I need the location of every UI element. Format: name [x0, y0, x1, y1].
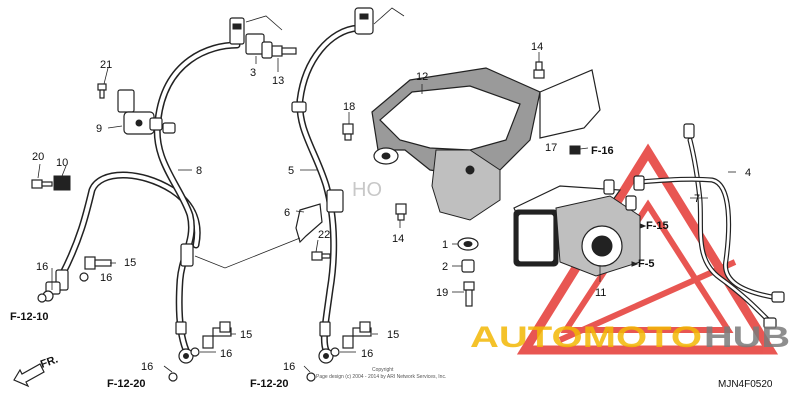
callout-19: 19 — [436, 287, 448, 299]
ref-f-15-arrow — [639, 223, 647, 229]
callout-16e: 16 — [361, 348, 373, 360]
callout-9: 9 — [96, 123, 102, 135]
left-hose-group — [31, 17, 245, 382]
washer-16-left — [79, 272, 89, 282]
bolt-14-lower — [395, 203, 407, 221]
bracket-6 — [295, 203, 323, 244]
leader-lines — [37, 7, 736, 373]
ref-f-5: F-5 — [638, 258, 655, 270]
right-hose-group — [245, 7, 374, 382]
ref-f-15: F-15 — [646, 220, 669, 232]
bolt-18 — [342, 123, 354, 141]
front-direction-arrow: FR. — [13, 353, 60, 388]
watermark-text-automoto: AUTOMOTO — [470, 321, 702, 354]
bolt-15-left — [84, 256, 112, 270]
bracket-3 — [245, 33, 273, 59]
collar-2 — [461, 259, 475, 273]
bolt-14-top — [533, 61, 545, 79]
bolt-22 — [311, 251, 331, 261]
callout-3: 3 — [250, 67, 256, 79]
abs-bracket-12: HO — [352, 67, 601, 221]
bolt-15-right — [342, 321, 372, 349]
washer-16-right — [306, 372, 316, 382]
clamp-9 — [117, 89, 163, 135]
callout-8: 8 — [196, 165, 202, 177]
callout-2: 2 — [442, 261, 448, 273]
brake-pipes — [633, 123, 785, 329]
ref-f-5-arrow — [631, 261, 639, 267]
callout-16f: 16 — [283, 361, 295, 373]
bolt-21 — [97, 83, 107, 99]
bracket-faint-mark: HO — [352, 179, 382, 201]
reference-labels: F-12-10 F-12-20 F-12-20 F-16 F-15 F-5 — [10, 145, 669, 390]
callout-12: 12 — [416, 71, 428, 83]
callout-15c: 15 — [387, 329, 399, 341]
callout-16c: 16 — [220, 348, 232, 360]
diagram-code: MJN4F0520 — [718, 379, 773, 390]
washer-16-middle — [168, 372, 178, 382]
callout-10: 10 — [56, 157, 68, 169]
callout-5: 5 — [288, 165, 294, 177]
bracket-10 — [53, 175, 71, 191]
callout-7: 7 — [694, 193, 700, 205]
grommet-1 — [457, 237, 479, 251]
copyright-line-1: Copyright — [372, 367, 394, 373]
watermark-logo: AUTOMOTO HUB — [470, 321, 790, 354]
callout-11: 11 — [595, 287, 606, 299]
callout-15a: 15 — [124, 257, 136, 269]
callout-labels: 21 9 20 10 8 16 15 16 3 13 18 5 6 22 15 … — [32, 41, 751, 373]
bolt-20 — [31, 179, 53, 189]
callout-13: 13 — [272, 75, 284, 87]
callout-16d: 16 — [141, 361, 153, 373]
ref-f-12-10: F-12-10 — [10, 311, 49, 323]
callout-6: 6 — [284, 207, 290, 219]
callout-14a: 14 — [531, 41, 543, 53]
callout-4: 4 — [745, 167, 751, 179]
callout-16b: 16 — [100, 272, 112, 284]
callout-1: 1 — [442, 239, 448, 251]
callout-22: 22 — [318, 229, 330, 241]
bolt-15-middle — [202, 321, 232, 349]
ref-f-16: F-16 — [591, 145, 614, 157]
callout-16a: 16 — [36, 261, 48, 273]
ref-f-12-20-left: F-12-20 — [107, 378, 146, 390]
callout-21: 21 — [100, 59, 112, 71]
watermark-text-hub: HUB — [704, 321, 790, 354]
callout-15b: 15 — [240, 329, 252, 341]
ref-f-12-20-right: F-12-20 — [250, 378, 289, 390]
front-direction-label: FR. — [39, 353, 60, 370]
callout-20: 20 — [32, 151, 44, 163]
bolt-19 — [463, 281, 475, 307]
washer-16-left-lower — [37, 293, 47, 303]
callout-18: 18 — [343, 101, 355, 113]
callout-14b: 14 — [392, 233, 404, 245]
callout-17: 17 — [545, 142, 557, 154]
bolt-13 — [271, 45, 297, 57]
abs-modulator-11 — [513, 179, 641, 277]
copyright-line-2: Page design (c) 2004 - 2014 by ARI Netwo… — [316, 374, 446, 380]
